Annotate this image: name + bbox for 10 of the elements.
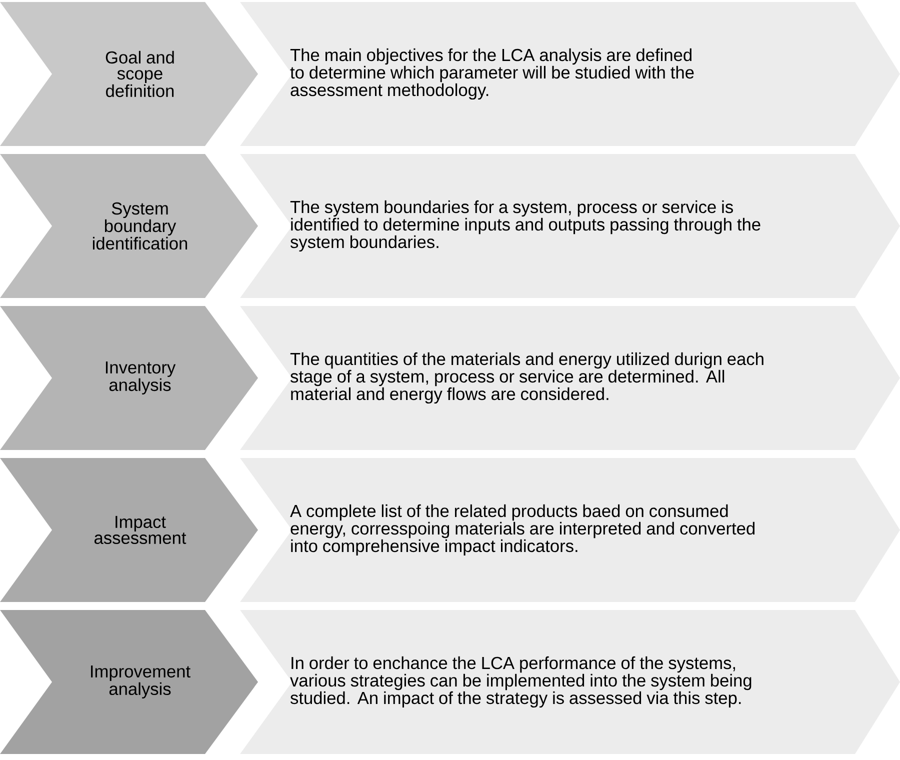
stage-panel: Impact assessment: [0, 458, 258, 602]
stage-panel: System boundary identification: [0, 154, 258, 298]
stage-panel: Improvement analysis: [0, 610, 258, 754]
description-panel: The quantities of the materials and energy utilized durign each stage of a system, process or service are determined. All material and energy flows are considered.: [240, 306, 900, 450]
description-panel: The main objectives for the LCA analysis are defined to determine which parameter will be studied with the assessment methodology.: [240, 2, 900, 146]
description-panel: The system boundaries for a system, process or service is identified to determine inputs and outputs passing through the system boundaries.: [240, 154, 900, 298]
stage-panel: Goal and scope definition: [0, 2, 258, 146]
description-panel: In order to enchance the LCA performance of the systems, various strategies can be implemented into the system being studied. An impact of the strategy is assessed via this step.: [240, 610, 900, 754]
stage-panel: Inventory analysis: [0, 306, 258, 450]
description-panel: A complete list of the related products baed on consumed energy, corresspoing materials are interpreted and converted into comprehensive impact indicators.: [240, 458, 900, 602]
